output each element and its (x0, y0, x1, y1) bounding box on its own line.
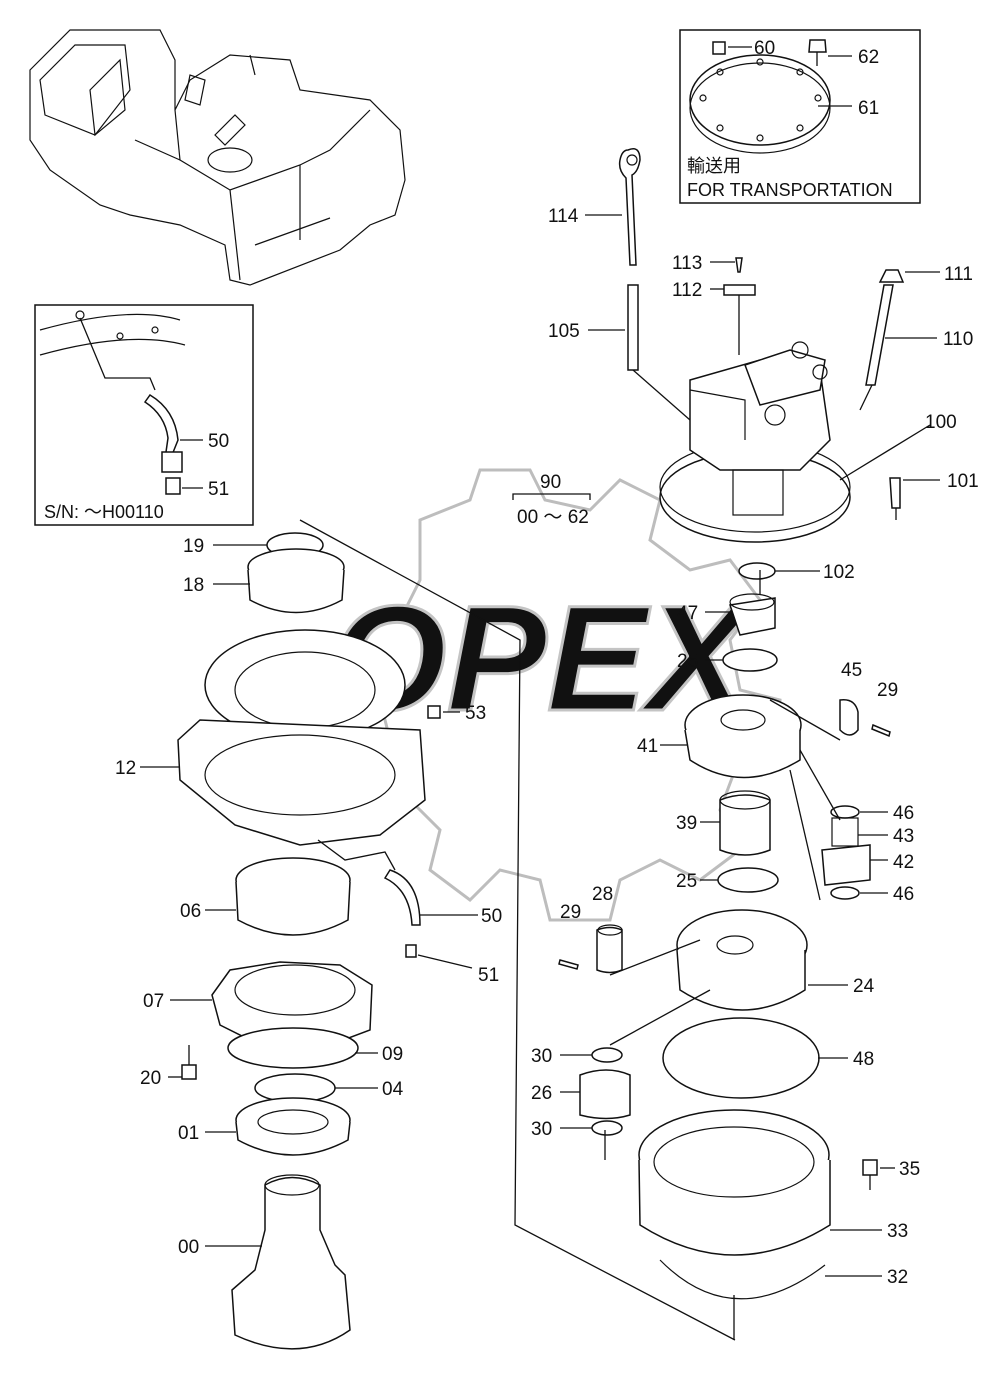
callout-114: 114 (548, 206, 579, 227)
callout-20: 20 (140, 1068, 161, 1089)
assembly-guide-lines (299, 519, 841, 1341)
callout-111: 111 (944, 264, 973, 285)
callout-18: 18 (183, 575, 204, 596)
callout-04: 04 (382, 1079, 404, 1100)
callout-07: 07 (143, 991, 164, 1012)
callout-47: 47 (677, 603, 698, 624)
plug-60 (712, 41, 726, 55)
swing-motor-assembly: 114 113 112 111 110 105 100 101 (548, 148, 979, 543)
callout-25a: 25 (677, 651, 698, 672)
group-marker: 90 00 ～ 62 (512, 472, 591, 528)
callout-12: 12 (115, 758, 136, 779)
callout-43: 43 (893, 826, 914, 847)
callout-51: 51 (208, 479, 229, 500)
callout-30b: 30 (531, 1119, 552, 1140)
transport-cover-box: 60 62 61 輸送用 FOR TRANSPORTATION (679, 29, 921, 204)
callout-62: 62 (858, 47, 879, 68)
callout-53: 53 (465, 703, 486, 724)
callout-112: 112 (672, 280, 702, 301)
callout-113: 113 (672, 253, 702, 274)
serial-number-box: 50 51 S/N: ～H00110 (34, 304, 254, 526)
opex-watermark: OPEX (329, 468, 782, 922)
callout-41: 41 (637, 736, 658, 757)
callout-46a: 46 (893, 803, 914, 824)
callout-32: 32 (887, 1267, 908, 1288)
dipstick-114 (618, 148, 641, 266)
callout-30a: 30 (531, 1046, 552, 1067)
callout-29b: 29 (560, 902, 581, 923)
group-number: 90 (540, 472, 561, 493)
callout-50: 50 (208, 431, 229, 452)
callout-35: 35 (899, 1159, 920, 1180)
callout-33: 33 (887, 1221, 908, 1242)
callout-19: 19 (183, 536, 204, 557)
pipe-105 (627, 284, 639, 371)
callout-25b: 25 (676, 871, 697, 892)
callout-45: 45 (841, 660, 862, 681)
callout-28: 28 (592, 884, 613, 905)
box-border (679, 29, 921, 204)
callout-48: 48 (853, 1049, 874, 1070)
box-border (34, 304, 254, 526)
callout-60: 60 (754, 38, 775, 59)
callout-110: 110 (943, 329, 973, 350)
callout-51b: 51 (478, 965, 499, 986)
callout-24: 24 (853, 976, 875, 997)
callout-105: 105 (548, 321, 580, 342)
callout-101: 101 (947, 471, 979, 492)
callout-39: 39 (676, 813, 697, 834)
callout-61: 61 (858, 98, 879, 119)
callout-42: 42 (893, 852, 914, 873)
callout-26: 26 (531, 1083, 552, 1104)
left-reduction-stack: 19 18 53 12 06 50 51 07 09 (115, 532, 502, 1350)
callout-102: 102 (823, 562, 855, 583)
callout-01: 01 (178, 1123, 199, 1144)
callout-09: 09 (382, 1044, 403, 1065)
callout-00: 00 (178, 1237, 199, 1258)
watermark-text: OPEX (330, 574, 755, 742)
callout-50b: 50 (481, 906, 502, 927)
transport-label-en: FOR TRANSPORTATION (687, 180, 893, 200)
callout-29a: 29 (877, 680, 898, 701)
callout-100: 100 (925, 412, 957, 433)
excavator-thumbnail (29, 29, 406, 286)
callout-46b: 46 (893, 884, 914, 905)
sn-label: S/N: ～H00110 (44, 502, 164, 522)
callout-06: 06 (180, 901, 201, 922)
transport-label-jp: 輸送用 (687, 156, 741, 176)
group-range: 00 ～ 62 (517, 507, 589, 528)
right-reduction-stack: 102 47 25 45 29 41 39 25 46 43 42 (531, 562, 920, 1340)
